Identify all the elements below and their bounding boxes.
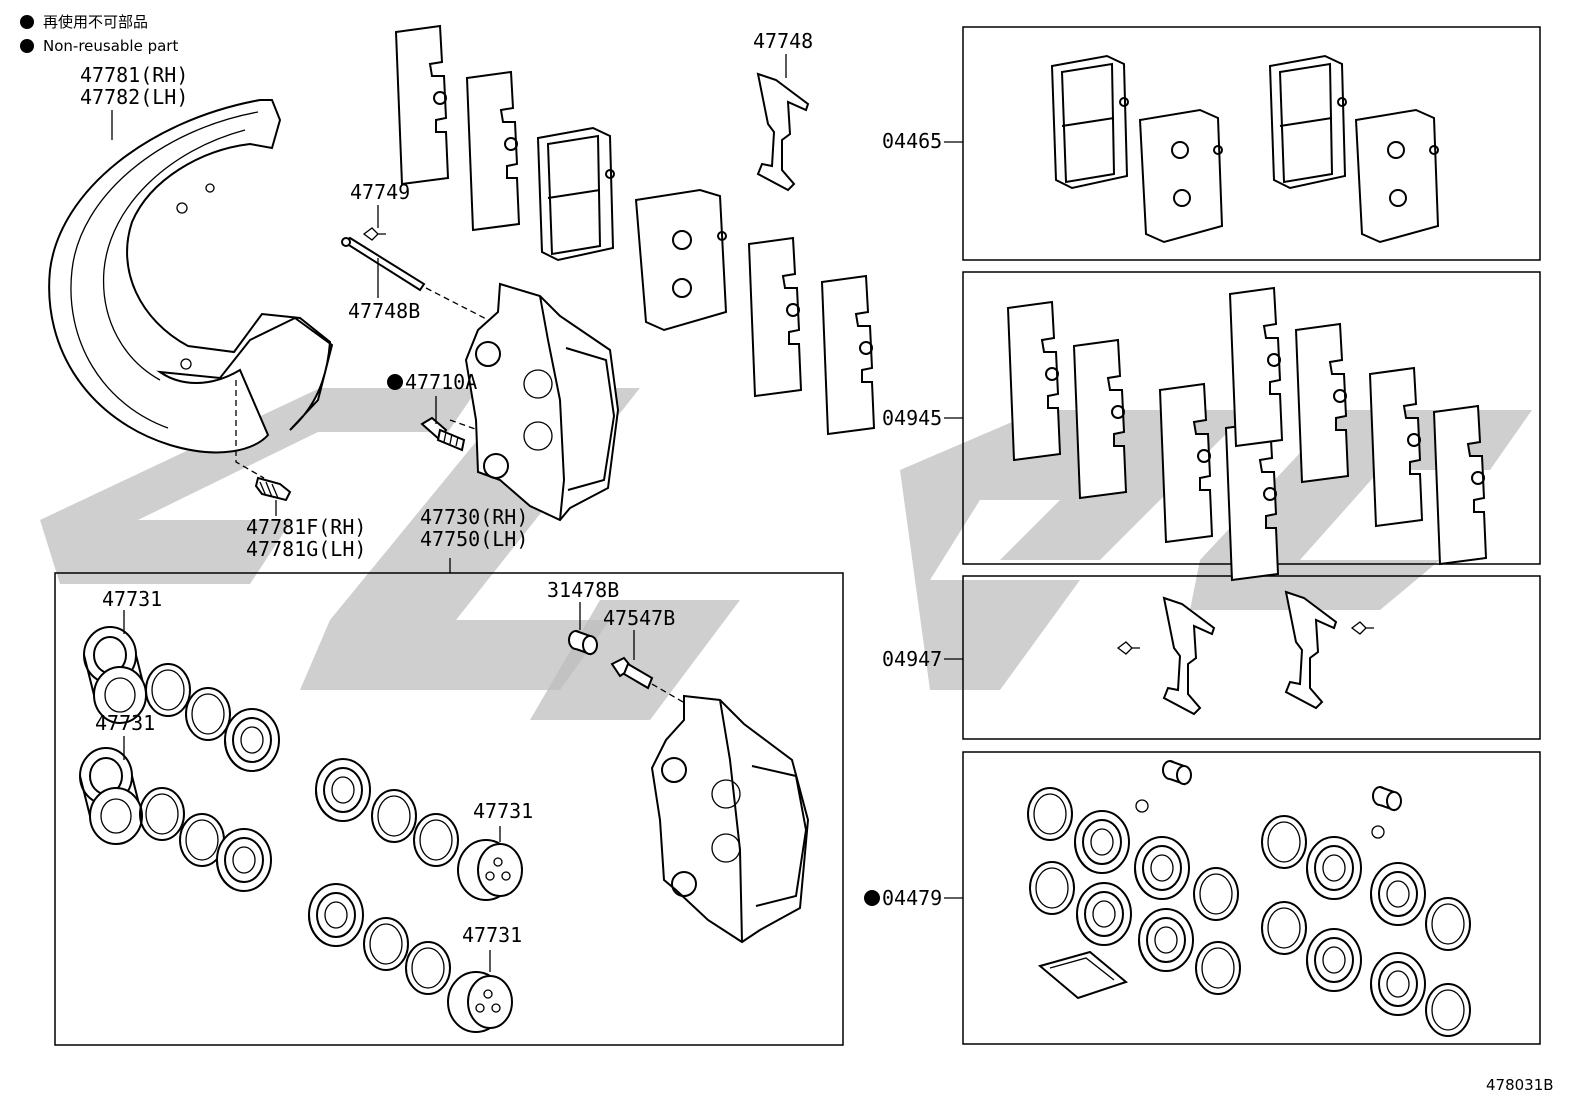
caliper-body (650, 694, 810, 944)
cylinder-piston-small (457, 839, 523, 901)
brake-pad (1138, 108, 1224, 244)
anti-squeal-shim (395, 25, 449, 185)
piston-seal (185, 687, 231, 741)
label-47781F: 47781F(RH) (246, 515, 366, 539)
non-reusable-dot-icon (387, 374, 403, 390)
pad-pin (341, 236, 501, 327)
anti-squeal-shim (1229, 287, 1283, 447)
leader-lines (111, 54, 963, 972)
caliper-sub-assembly-box (54, 572, 844, 1046)
piston-seal (145, 663, 191, 717)
label-47731-b: 47731 (95, 711, 155, 735)
brake-pad (1269, 55, 1347, 189)
caliper-assembly (449, 282, 620, 522)
caliper-bolt (420, 416, 466, 452)
label-47731-a: 47731 (102, 587, 162, 611)
non-reusable-dot-icon (864, 890, 880, 906)
piston-seal (363, 917, 409, 971)
label-47782: 47782(LH) (80, 85, 188, 109)
anti-squeal-shim (1295, 323, 1349, 483)
brake-pad (634, 188, 728, 332)
cylinder-boot (215, 828, 272, 892)
anti-squeal-shim (1433, 405, 1487, 565)
brake-pad (1354, 108, 1440, 244)
non-reusable-dot-icon (20, 15, 34, 29)
cylinder-piston (79, 747, 143, 845)
anti-squeal-shim (1073, 339, 1127, 499)
anti-squeal-shim (748, 237, 802, 397)
anti-squeal-shim (1225, 421, 1279, 581)
piston-seal (413, 813, 459, 867)
brake-pad (537, 127, 615, 261)
anti-squeal-shim (1159, 383, 1213, 543)
pad-support-plate (757, 73, 809, 191)
dust-cover-bolt (254, 476, 292, 502)
bleeder-plug-cap (568, 630, 598, 656)
label-47710A: 47710A (405, 370, 477, 394)
pad-pin-clip (363, 227, 387, 241)
label-47781: 47781(RH) (80, 63, 188, 87)
label-47547B: 47547B (603, 606, 675, 630)
dust-cover (48, 99, 334, 479)
brake-pad (1051, 55, 1129, 189)
label-04947: 04947 (882, 647, 942, 671)
label-31478B: 31478B (547, 578, 619, 602)
label-47731-c: 47731 (473, 799, 533, 823)
cylinder-boot (314, 758, 371, 822)
cylinder-piston-small (447, 971, 513, 1033)
label-04465: 04465 (882, 129, 942, 153)
pad-pin-clip (1351, 621, 1375, 635)
non-reusable-dot-icon (20, 39, 34, 53)
anti-squeal-shim (1007, 301, 1061, 461)
label-47748B: 47748B (348, 299, 420, 323)
label-47730: 47730(RH) (420, 505, 528, 529)
label-47731-d: 47731 (462, 923, 522, 947)
cylinder-boot (223, 708, 280, 772)
label-47748: 47748 (753, 29, 813, 53)
kit-box-04465 (962, 26, 1541, 261)
pad-support-plate (1163, 597, 1215, 715)
cylinder-piston (83, 626, 147, 724)
label-04479: 04479 (882, 886, 942, 910)
anti-squeal-shim (821, 275, 875, 435)
pad-pin-clip (1117, 641, 1141, 655)
cylinder-kit-parts (1027, 760, 1471, 1037)
legend: 再使用不可部品 Non-reusable part (20, 13, 178, 55)
cylinder-boot (307, 883, 364, 947)
figure-code: 478031B (1486, 1076, 1554, 1094)
piston-seal (139, 787, 185, 841)
label-47781G: 47781G(LH) (246, 537, 366, 561)
legend-en: Non-reusable part (43, 37, 178, 55)
anti-squeal-shim (1369, 367, 1423, 527)
label-47750: 47750(LH) (420, 527, 528, 551)
label-47749: 47749 (350, 180, 410, 204)
piston-seal (371, 789, 417, 843)
legend-jp: 再使用不可部品 (43, 13, 148, 31)
piston-seal (405, 941, 451, 995)
label-04945: 04945 (882, 406, 942, 430)
anti-squeal-shim (466, 71, 520, 231)
bleeder-plug (610, 656, 691, 707)
